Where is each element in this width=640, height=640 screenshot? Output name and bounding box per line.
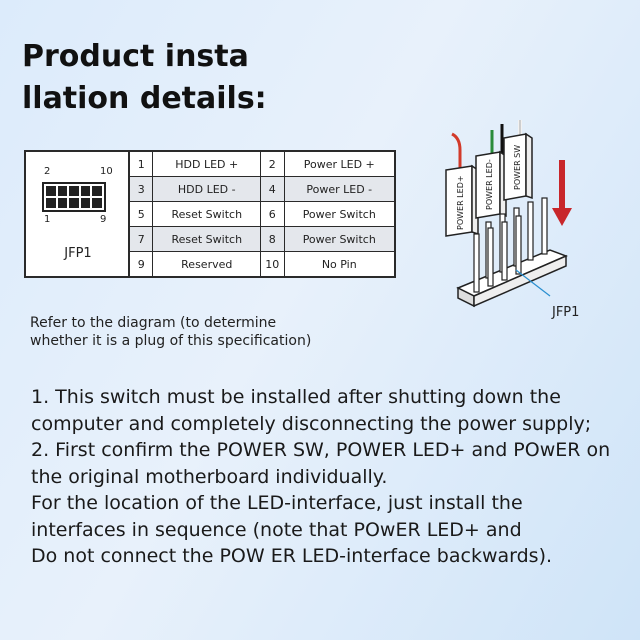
plug-label: POWER LED-: [485, 159, 494, 210]
pin-name: Power LED +: [303, 157, 375, 171]
table-row: 9 Reserved 10 No Pin: [130, 252, 394, 276]
pin-number: 8: [261, 227, 285, 251]
plug-power-led-plus: POWER LED+: [445, 164, 479, 237]
instruction-step: 2. First confirm the POWER SW, POWER LED…: [31, 439, 611, 488]
plug-label: POWER SW: [513, 145, 522, 190]
jfp1-pointer-line: [515, 269, 551, 297]
insert-arrow-icon: [552, 160, 572, 226]
jfp1-label: JFP1: [64, 246, 92, 261]
table-row: 1 HDD LED + 2 Power LED +: [130, 152, 394, 177]
pin-number: 10: [261, 252, 285, 276]
header-pin-number: 2: [44, 166, 51, 177]
pin-number: 1: [130, 152, 154, 176]
pin-name: HDD LED -: [153, 177, 262, 201]
installation-instructions: 1. This switch must be installed after s…: [31, 384, 621, 570]
pin-name: Power Switch: [302, 207, 376, 221]
pin-rows: 1 HDD LED + 2 Power LED + 3 HDD LED - 4 …: [130, 152, 394, 276]
plug-power-led-minus: POWER LED-: [475, 150, 507, 219]
instruction-step: For the location of the LED-interface, j…: [31, 492, 523, 541]
pin-number: 5: [130, 202, 154, 226]
jfp1-header-diagram: 2 10 1 9 JFP1: [26, 152, 130, 276]
pin-name: HDD LED +: [153, 152, 262, 176]
pin-number: 3: [130, 177, 154, 201]
jfp1-header-illustration: [456, 197, 568, 308]
pin-name: Power Switch: [302, 232, 376, 246]
red-wire: [451, 132, 462, 172]
pin-name: Reserved: [153, 252, 262, 276]
header-pin-number: 1: [44, 214, 51, 225]
jfp1-pin-table: 2 10 1 9 JFP1 1 HDD LED + 2 Power LED + …: [24, 150, 396, 278]
pin-number: 9: [130, 252, 154, 276]
pin-name: Reset Switch: [153, 227, 262, 251]
title-line-1: Product insta: [22, 39, 249, 74]
table-row: 7 Reset Switch 8 Power Switch: [130, 227, 394, 252]
refer-note-line: Refer to the diagram (to determine: [30, 315, 277, 331]
instruction-step: Do not connect the POW ER LED-interface …: [31, 545, 553, 567]
title-line-2: llation details:: [22, 81, 267, 116]
pin-number: 7: [130, 227, 154, 251]
plug-power-sw: POWER SW: [503, 132, 533, 201]
instruction-step: 1. This switch must be installed after s…: [31, 386, 592, 435]
header-pin-number: 9: [100, 214, 107, 225]
pin-number: 6: [261, 202, 285, 226]
header-pin-number: 10: [100, 166, 113, 177]
refer-note: Refer to the diagram (to determine wheth…: [30, 314, 360, 350]
jfp1-pointer-label: JFP1: [551, 305, 579, 320]
pin-name: No Pin: [321, 257, 357, 271]
plug-label: POWER LED+: [456, 175, 465, 230]
pin-number: 4: [261, 177, 285, 201]
header-pin-grid: [42, 182, 106, 212]
table-row: 5 Reset Switch 6 Power Switch: [130, 202, 394, 227]
table-row: 3 HDD LED - 4 Power LED -: [130, 177, 394, 202]
refer-note-line: whether it is a plug of this specificati…: [30, 333, 312, 349]
pin-name: Reset Switch: [153, 202, 262, 226]
page-title: Product insta llation details:: [22, 36, 282, 120]
connector-illustration: POWER LED+ POWER LED- POWER SW: [445, 120, 579, 320]
pin-name: Power LED -: [306, 182, 373, 196]
pin-number: 2: [261, 152, 285, 176]
